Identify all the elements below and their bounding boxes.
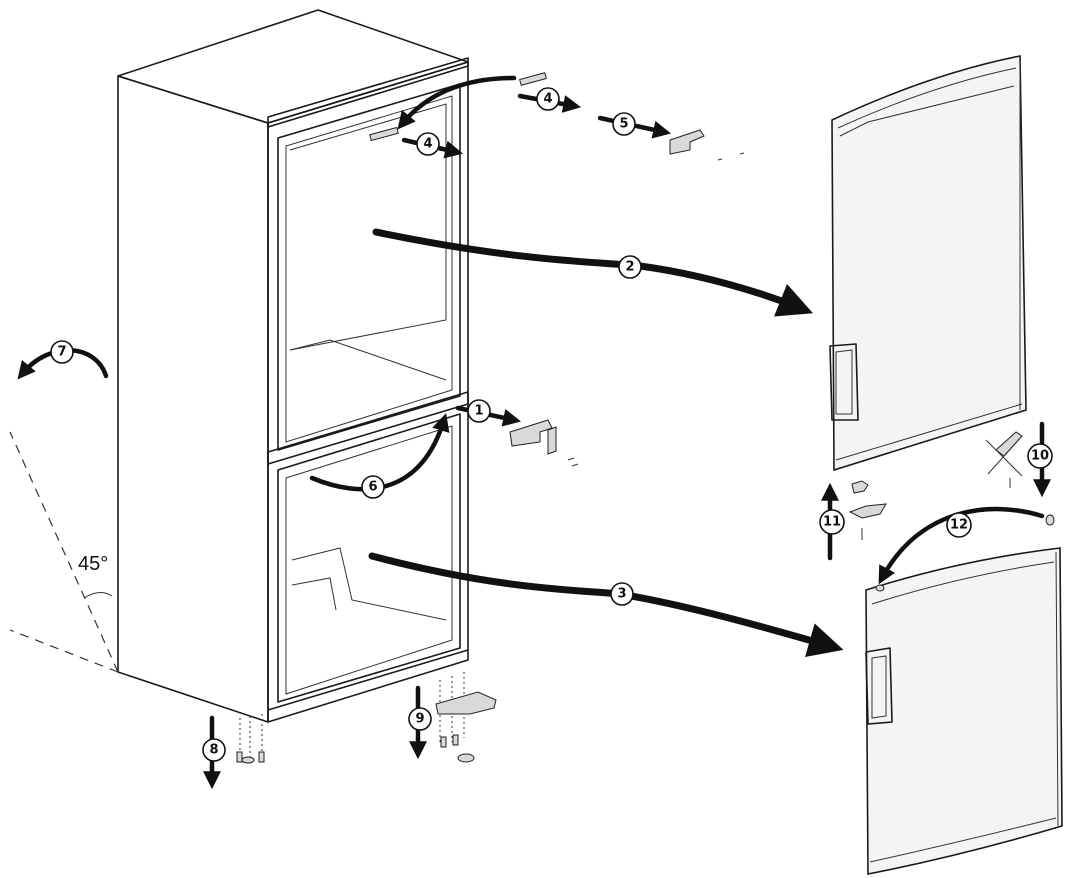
angle-label: 45° xyxy=(78,553,108,575)
step-badge-4-upper: 4 xyxy=(536,87,560,111)
svg-text:7: 7 xyxy=(57,345,66,360)
svg-text:2: 2 xyxy=(625,260,634,275)
svg-text:12: 12 xyxy=(950,518,968,533)
step-badge-1: 1 xyxy=(467,399,491,423)
svg-text:3: 3 xyxy=(617,587,626,602)
step-badge-4-lower: 4 xyxy=(416,132,440,156)
step-badges: 1 2 3 4 4 5 6 7 xyxy=(50,87,1053,762)
svg-text:11: 11 xyxy=(823,515,841,530)
svg-text:10: 10 xyxy=(1031,449,1049,464)
hinge-parts xyxy=(236,72,745,764)
step-badge-10: 10 xyxy=(1027,443,1053,469)
svg-text:6: 6 xyxy=(368,480,377,495)
step-badge-5: 5 xyxy=(612,112,636,136)
svg-text:4: 4 xyxy=(423,137,432,152)
step-badge-6: 6 xyxy=(361,475,385,499)
lower-door xyxy=(865,547,1063,875)
svg-text:1: 1 xyxy=(474,404,483,419)
middle-hinge-parts xyxy=(848,431,1055,592)
svg-text:9: 9 xyxy=(415,712,424,727)
step-badge-11: 11 xyxy=(819,509,845,535)
svg-text:8: 8 xyxy=(209,743,218,758)
step-badge-12: 12 xyxy=(946,512,972,538)
upper-door xyxy=(829,55,1027,472)
svg-text:5: 5 xyxy=(619,117,628,132)
step-badge-3: 3 xyxy=(610,582,634,606)
step-badge-2: 2 xyxy=(618,255,642,279)
step-badge-8: 8 xyxy=(202,738,226,762)
step-badge-9: 9 xyxy=(408,707,432,731)
fridge-cabinet xyxy=(117,9,469,723)
svg-text:4: 4 xyxy=(543,92,552,107)
step-badge-7: 7 xyxy=(50,340,74,364)
tilt-indicator: 45° xyxy=(9,431,119,673)
